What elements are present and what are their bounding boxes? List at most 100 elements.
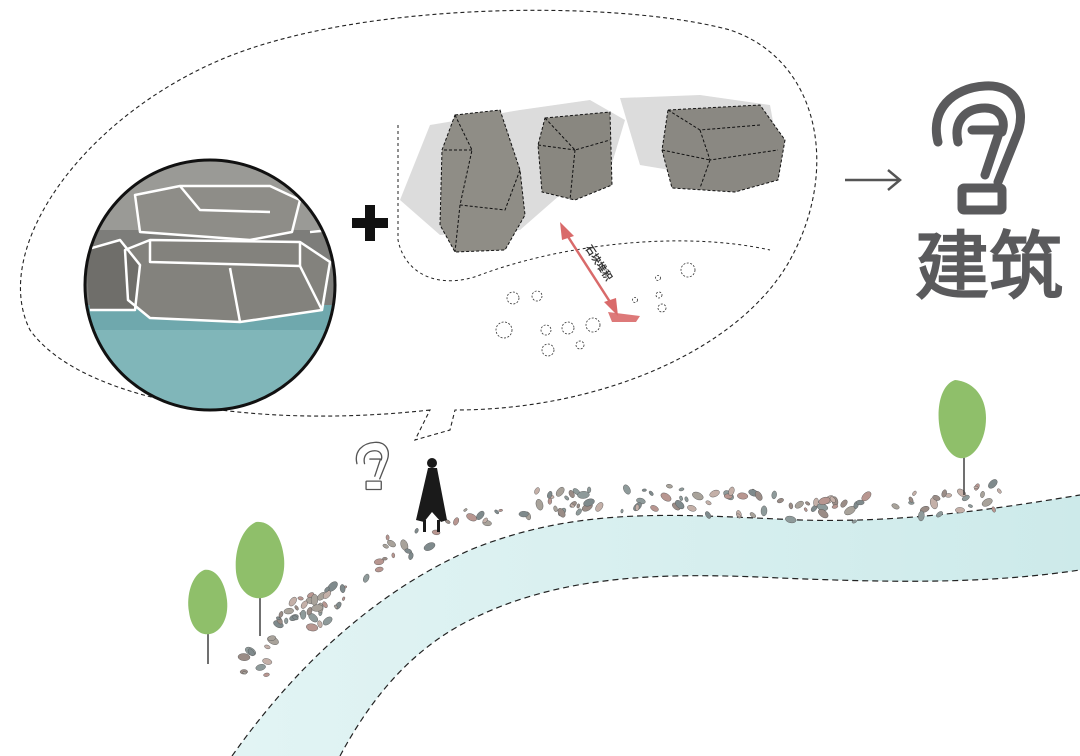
pebble bbox=[342, 596, 346, 601]
pebble bbox=[932, 495, 941, 501]
pebble bbox=[334, 604, 338, 609]
pebble bbox=[829, 496, 836, 503]
pebble bbox=[749, 512, 757, 518]
pebble bbox=[494, 509, 500, 515]
pebble bbox=[737, 492, 749, 500]
pebble bbox=[788, 502, 794, 510]
pebble bbox=[955, 507, 965, 514]
pebble bbox=[760, 505, 768, 517]
pebble bbox=[385, 534, 390, 541]
photo-frame bbox=[83, 158, 337, 412]
river bbox=[232, 495, 1080, 756]
pebble bbox=[569, 503, 575, 508]
stacking-arrow bbox=[560, 222, 640, 322]
river-bank-upper bbox=[231, 494, 1080, 756]
pebble bbox=[936, 511, 943, 518]
pebble bbox=[635, 504, 640, 511]
pebble bbox=[339, 584, 346, 593]
pebble bbox=[805, 501, 811, 506]
pebble bbox=[991, 506, 996, 513]
tree-icon bbox=[938, 380, 986, 495]
pebble bbox=[284, 617, 289, 625]
pebble bbox=[463, 508, 468, 512]
pebble bbox=[423, 542, 436, 551]
tree-icon bbox=[235, 521, 285, 636]
pebble bbox=[988, 479, 998, 489]
pebble bbox=[283, 607, 294, 615]
pebble bbox=[754, 491, 763, 501]
pebble bbox=[587, 486, 592, 494]
pebble bbox=[678, 487, 685, 492]
pebble bbox=[650, 505, 659, 512]
pebble bbox=[660, 492, 672, 502]
rock-block-wide bbox=[661, 104, 786, 193]
pebble bbox=[387, 539, 396, 548]
pebble bbox=[583, 498, 595, 507]
pebble bbox=[482, 517, 488, 524]
pebble bbox=[374, 566, 384, 573]
pebble bbox=[535, 499, 544, 511]
rock-blocks bbox=[439, 104, 786, 253]
inset-boundary bbox=[397, 125, 771, 282]
pebble bbox=[577, 491, 590, 499]
arrow-right-icon bbox=[845, 169, 902, 191]
pebble bbox=[684, 496, 689, 503]
pebble bbox=[641, 488, 647, 492]
pebble bbox=[374, 558, 385, 566]
pebble bbox=[941, 489, 947, 498]
pebble bbox=[534, 487, 540, 495]
rock-block-small bbox=[537, 111, 613, 201]
pebble bbox=[736, 513, 741, 518]
thought-bubble bbox=[19, 9, 818, 441]
pebble bbox=[382, 543, 389, 549]
pebble bbox=[300, 600, 308, 609]
pebble bbox=[980, 491, 985, 498]
pebble bbox=[311, 604, 324, 612]
pebble bbox=[255, 664, 266, 671]
pebble bbox=[705, 511, 712, 519]
pebble bbox=[675, 500, 685, 510]
pebble bbox=[466, 513, 477, 522]
pebble bbox=[404, 548, 412, 554]
pebble bbox=[595, 502, 604, 512]
pebble bbox=[297, 596, 304, 601]
pebble bbox=[840, 499, 848, 508]
main-title: 建筑 bbox=[915, 224, 1063, 310]
pebble bbox=[794, 500, 804, 509]
logo-icon bbox=[931, 81, 1026, 215]
pebble bbox=[322, 590, 332, 599]
pebble bbox=[705, 500, 712, 506]
pebble bbox=[414, 528, 419, 534]
pebble bbox=[322, 601, 328, 608]
plus-icon bbox=[352, 205, 388, 241]
pebble bbox=[363, 573, 370, 583]
pebble bbox=[476, 510, 485, 520]
pebble bbox=[973, 485, 979, 489]
pebble bbox=[237, 653, 251, 661]
pebble bbox=[785, 515, 797, 524]
pebble bbox=[776, 498, 784, 504]
pebble bbox=[553, 505, 558, 512]
pebble bbox=[322, 616, 333, 626]
pebble bbox=[276, 616, 281, 620]
pebble bbox=[623, 484, 631, 495]
pebble bbox=[666, 484, 673, 489]
pebble bbox=[648, 490, 654, 496]
pebble bbox=[981, 498, 993, 507]
pebble bbox=[262, 658, 273, 665]
pebble bbox=[891, 503, 900, 510]
pebble bbox=[967, 504, 973, 508]
pebble bbox=[856, 499, 865, 506]
pebble bbox=[306, 623, 319, 632]
pebble bbox=[247, 648, 255, 657]
pebble bbox=[294, 605, 299, 611]
pebble bbox=[264, 644, 271, 650]
pebble bbox=[997, 488, 1002, 494]
pebble bbox=[498, 508, 503, 512]
pebble bbox=[908, 496, 914, 503]
rock-photo-circle bbox=[85, 160, 335, 410]
pebble bbox=[408, 552, 414, 560]
pebble bbox=[557, 508, 566, 518]
